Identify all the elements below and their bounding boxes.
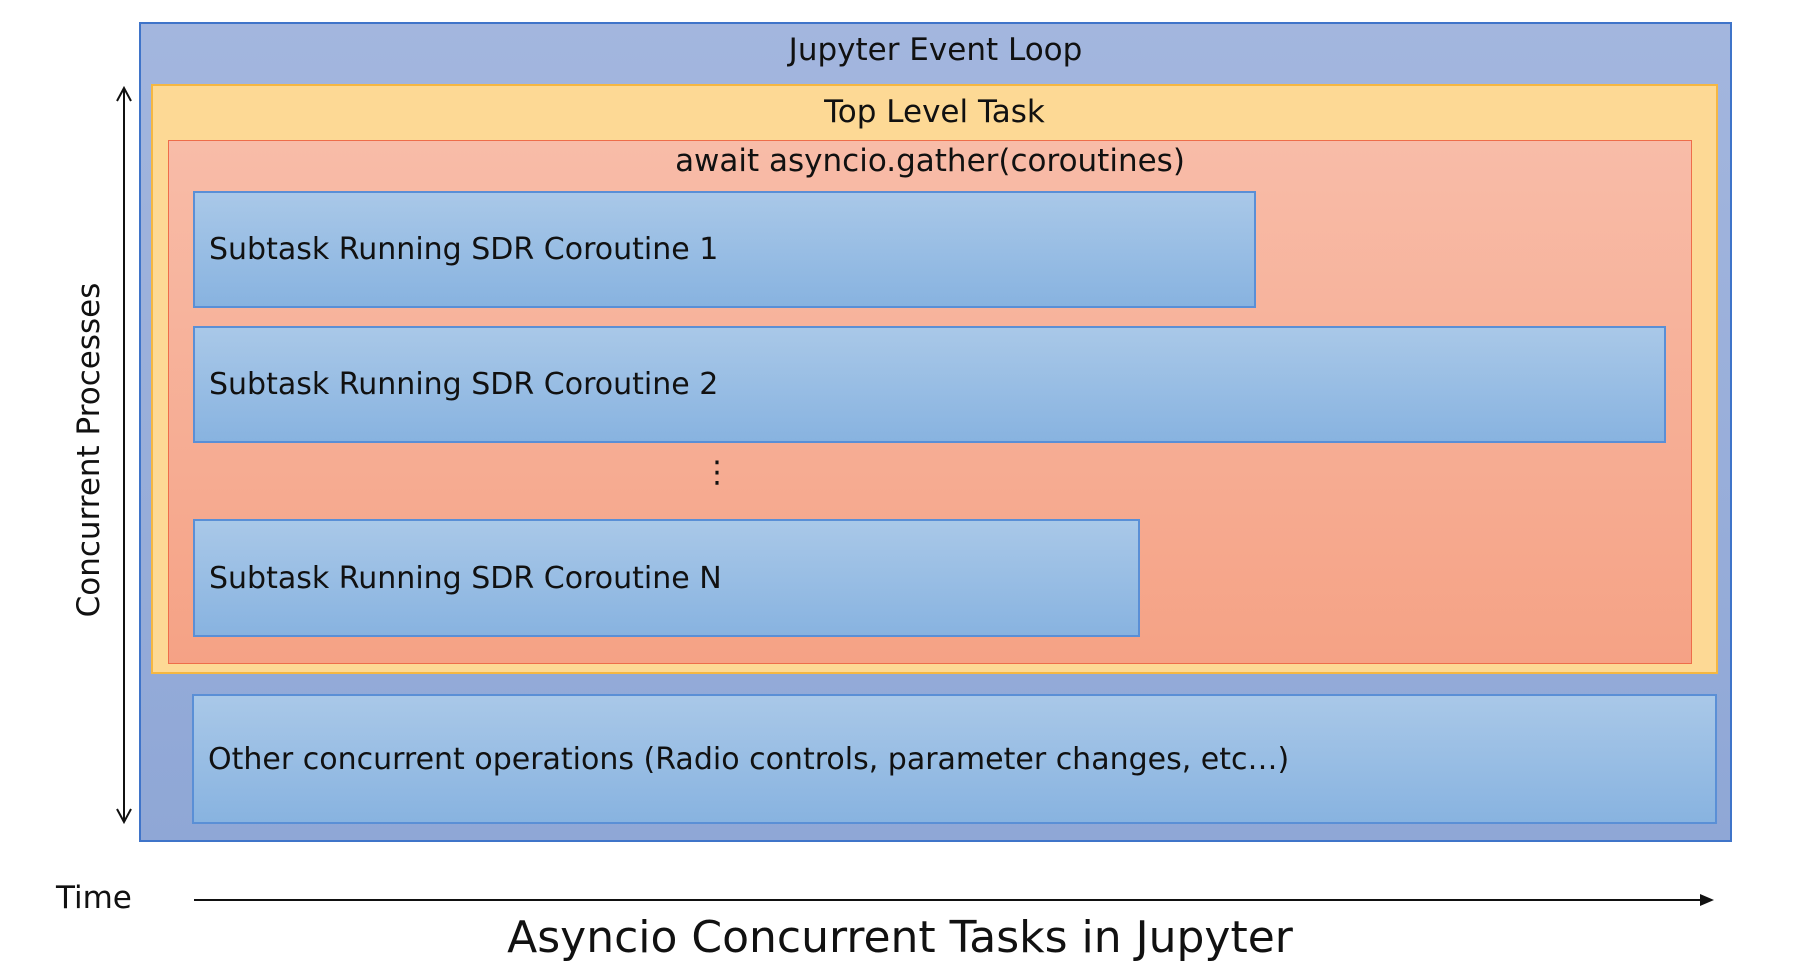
horizontal-axis-label: Time: [56, 880, 132, 916]
subtask-coroutine-n: Subtask Running SDR Coroutine N: [193, 519, 1140, 637]
subtask-label: Subtask Running SDR Coroutine 2: [209, 367, 719, 402]
subtask-label: Subtask Running SDR Coroutine 1: [209, 232, 719, 267]
vertical-axis-arrow: [116, 85, 132, 825]
horizontal-axis-arrow: [194, 894, 1714, 906]
subtask-coroutine-2: Subtask Running SDR Coroutine 2: [193, 326, 1666, 443]
subtask-label: Subtask Running SDR Coroutine N: [209, 560, 722, 596]
diagram-caption: Asyncio Concurrent Tasks in Jupyter: [507, 912, 1293, 963]
top-level-task-title: Top Level Task: [824, 94, 1045, 130]
subtask-coroutine-1: Subtask Running SDR Coroutine 1: [193, 191, 1256, 308]
ellipsis-vertical: ⋮: [702, 458, 732, 488]
gather-title: await asyncio.gather(coroutines): [675, 143, 1185, 179]
other-concurrent-operations: Other concurrent operations (Radio contr…: [192, 694, 1717, 824]
vertical-axis-label: Concurrent Processes: [71, 282, 107, 618]
other-operations-label: Other concurrent operations (Radio contr…: [208, 741, 1290, 777]
event-loop-title: Jupyter Event Loop: [788, 32, 1083, 68]
